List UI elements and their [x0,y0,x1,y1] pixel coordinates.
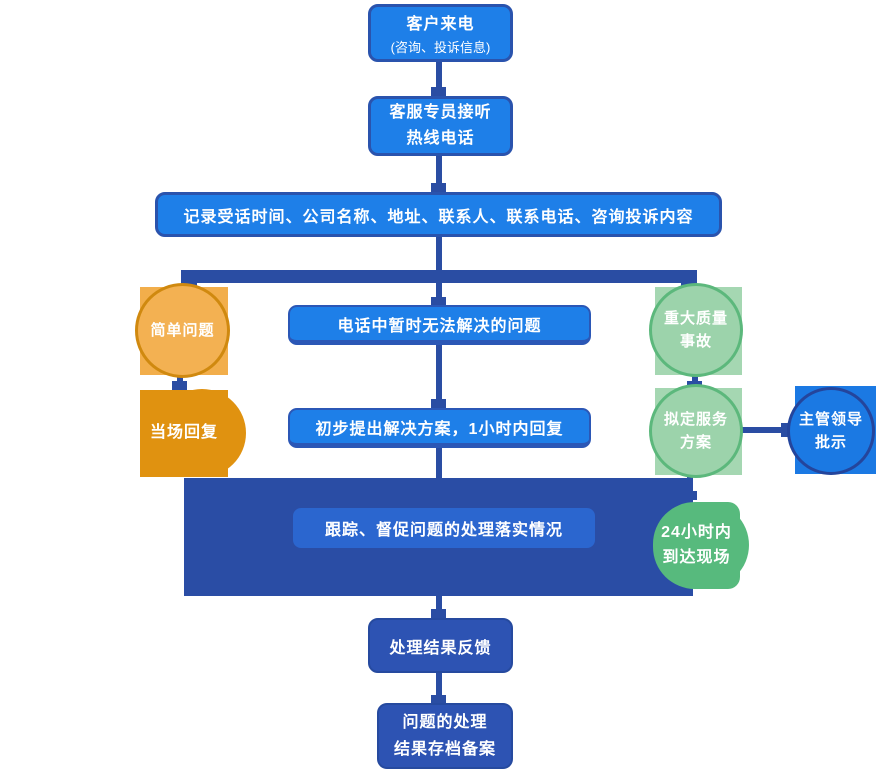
connector-unsolvable-to-solution [436,345,442,400]
connector-plan-to-leader [742,427,784,433]
connector-agent-to-record [436,156,442,189]
service-plan-line1: 拟定服务 [663,410,728,428]
node-archive-record: 问题的处理 结果存档备案 [377,703,513,769]
connector-feedback-to-archive [436,673,442,698]
node-reply-on-spot: 当场回复 [140,389,246,477]
branch-bar [181,270,697,283]
major-accident-line1: 重大质量 [663,309,728,327]
node-track-supervise: 跟踪、督促问题的处理落实情况 [293,508,595,548]
node-customer-call: 客户来电 (咨询、投诉信息) [368,4,513,62]
arrowhead-call-to-agent [431,87,446,96]
customer-call-title: 客户来电 [406,16,475,33]
connector-panel-to-feedback [436,596,442,612]
result-feedback-label: 处理结果反馈 [389,639,492,657]
arrowhead-simple-to-reply [172,381,187,390]
unsolvable-label: 电话中暂时无法解决的问题 [337,317,542,335]
agent-answer-line2: 热线电话 [406,130,475,147]
node-leader-approval: 主管领导 批示 [787,387,875,475]
arrowhead-bar-to-unsolvable [431,297,446,306]
connector-solution-to-panel [436,448,442,480]
reply-on-spot-bulge [158,389,246,477]
connector-call-to-agent [436,61,442,93]
arrive-24h-line2: 到达现场 [662,548,731,566]
arrowhead-agent-to-record [431,183,446,192]
arrive-24h-bulge [663,502,749,588]
arrowhead-unsolvable-to-solution [431,399,446,408]
leader-approval-line1: 主管领导 [798,410,863,428]
service-plan-line2: 方案 [679,434,712,451]
simple-issue-label: 简单问题 [150,321,215,339]
node-unsolvable-on-phone: 电话中暂时无法解决的问题 [288,305,591,345]
node-draft-service-plan: 拟定服务 方案 [649,384,743,478]
node-agent-answer: 客服专员接听 热线电话 [368,96,513,156]
connector-record-to-bar [436,237,442,272]
major-accident-line2: 事故 [679,333,712,350]
archive-record-line1: 问题的处理 [402,713,488,731]
arrive-24h-line1: 24小时内 [661,523,732,541]
connector-simple-to-reply [177,374,183,383]
agent-answer-line1: 客服专员接听 [389,104,492,122]
node-record-info: 记录受话时间、公司名称、地址、联系人、联系电话、咨询投诉内容 [155,192,722,237]
node-result-feedback: 处理结果反馈 [368,618,513,673]
leader-approval-line2: 批示 [814,434,847,451]
node-arrive-within-24h: 24小时内 到达现场 [653,502,749,589]
connector-bar-to-unsolvable [436,283,442,300]
record-info-label: 记录受话时间、公司名称、地址、联系人、联系电话、咨询投诉内容 [183,208,694,226]
node-simple-issue: 简单问题 [135,283,230,378]
node-major-quality-accident: 重大质量 事故 [649,283,743,377]
initial-solution-label: 初步提出解决方案，1小时内回复 [315,420,564,438]
arrowhead-panel-to-feedback [431,609,446,618]
arrowhead-plan-to-leader [781,423,790,437]
arrowhead-feedback-to-archive [431,695,446,704]
customer-call-subtitle: (咨询、投诉信息) [390,40,491,55]
track-supervise-label: 跟踪、督促问题的处理落实情况 [324,522,563,539]
reply-on-spot-label: 当场回复 [149,424,218,442]
connector-accident-to-plan [692,374,698,383]
node-initial-solution: 初步提出解决方案，1小时内回复 [288,408,591,448]
archive-record-line2: 结果存档备案 [393,741,496,758]
